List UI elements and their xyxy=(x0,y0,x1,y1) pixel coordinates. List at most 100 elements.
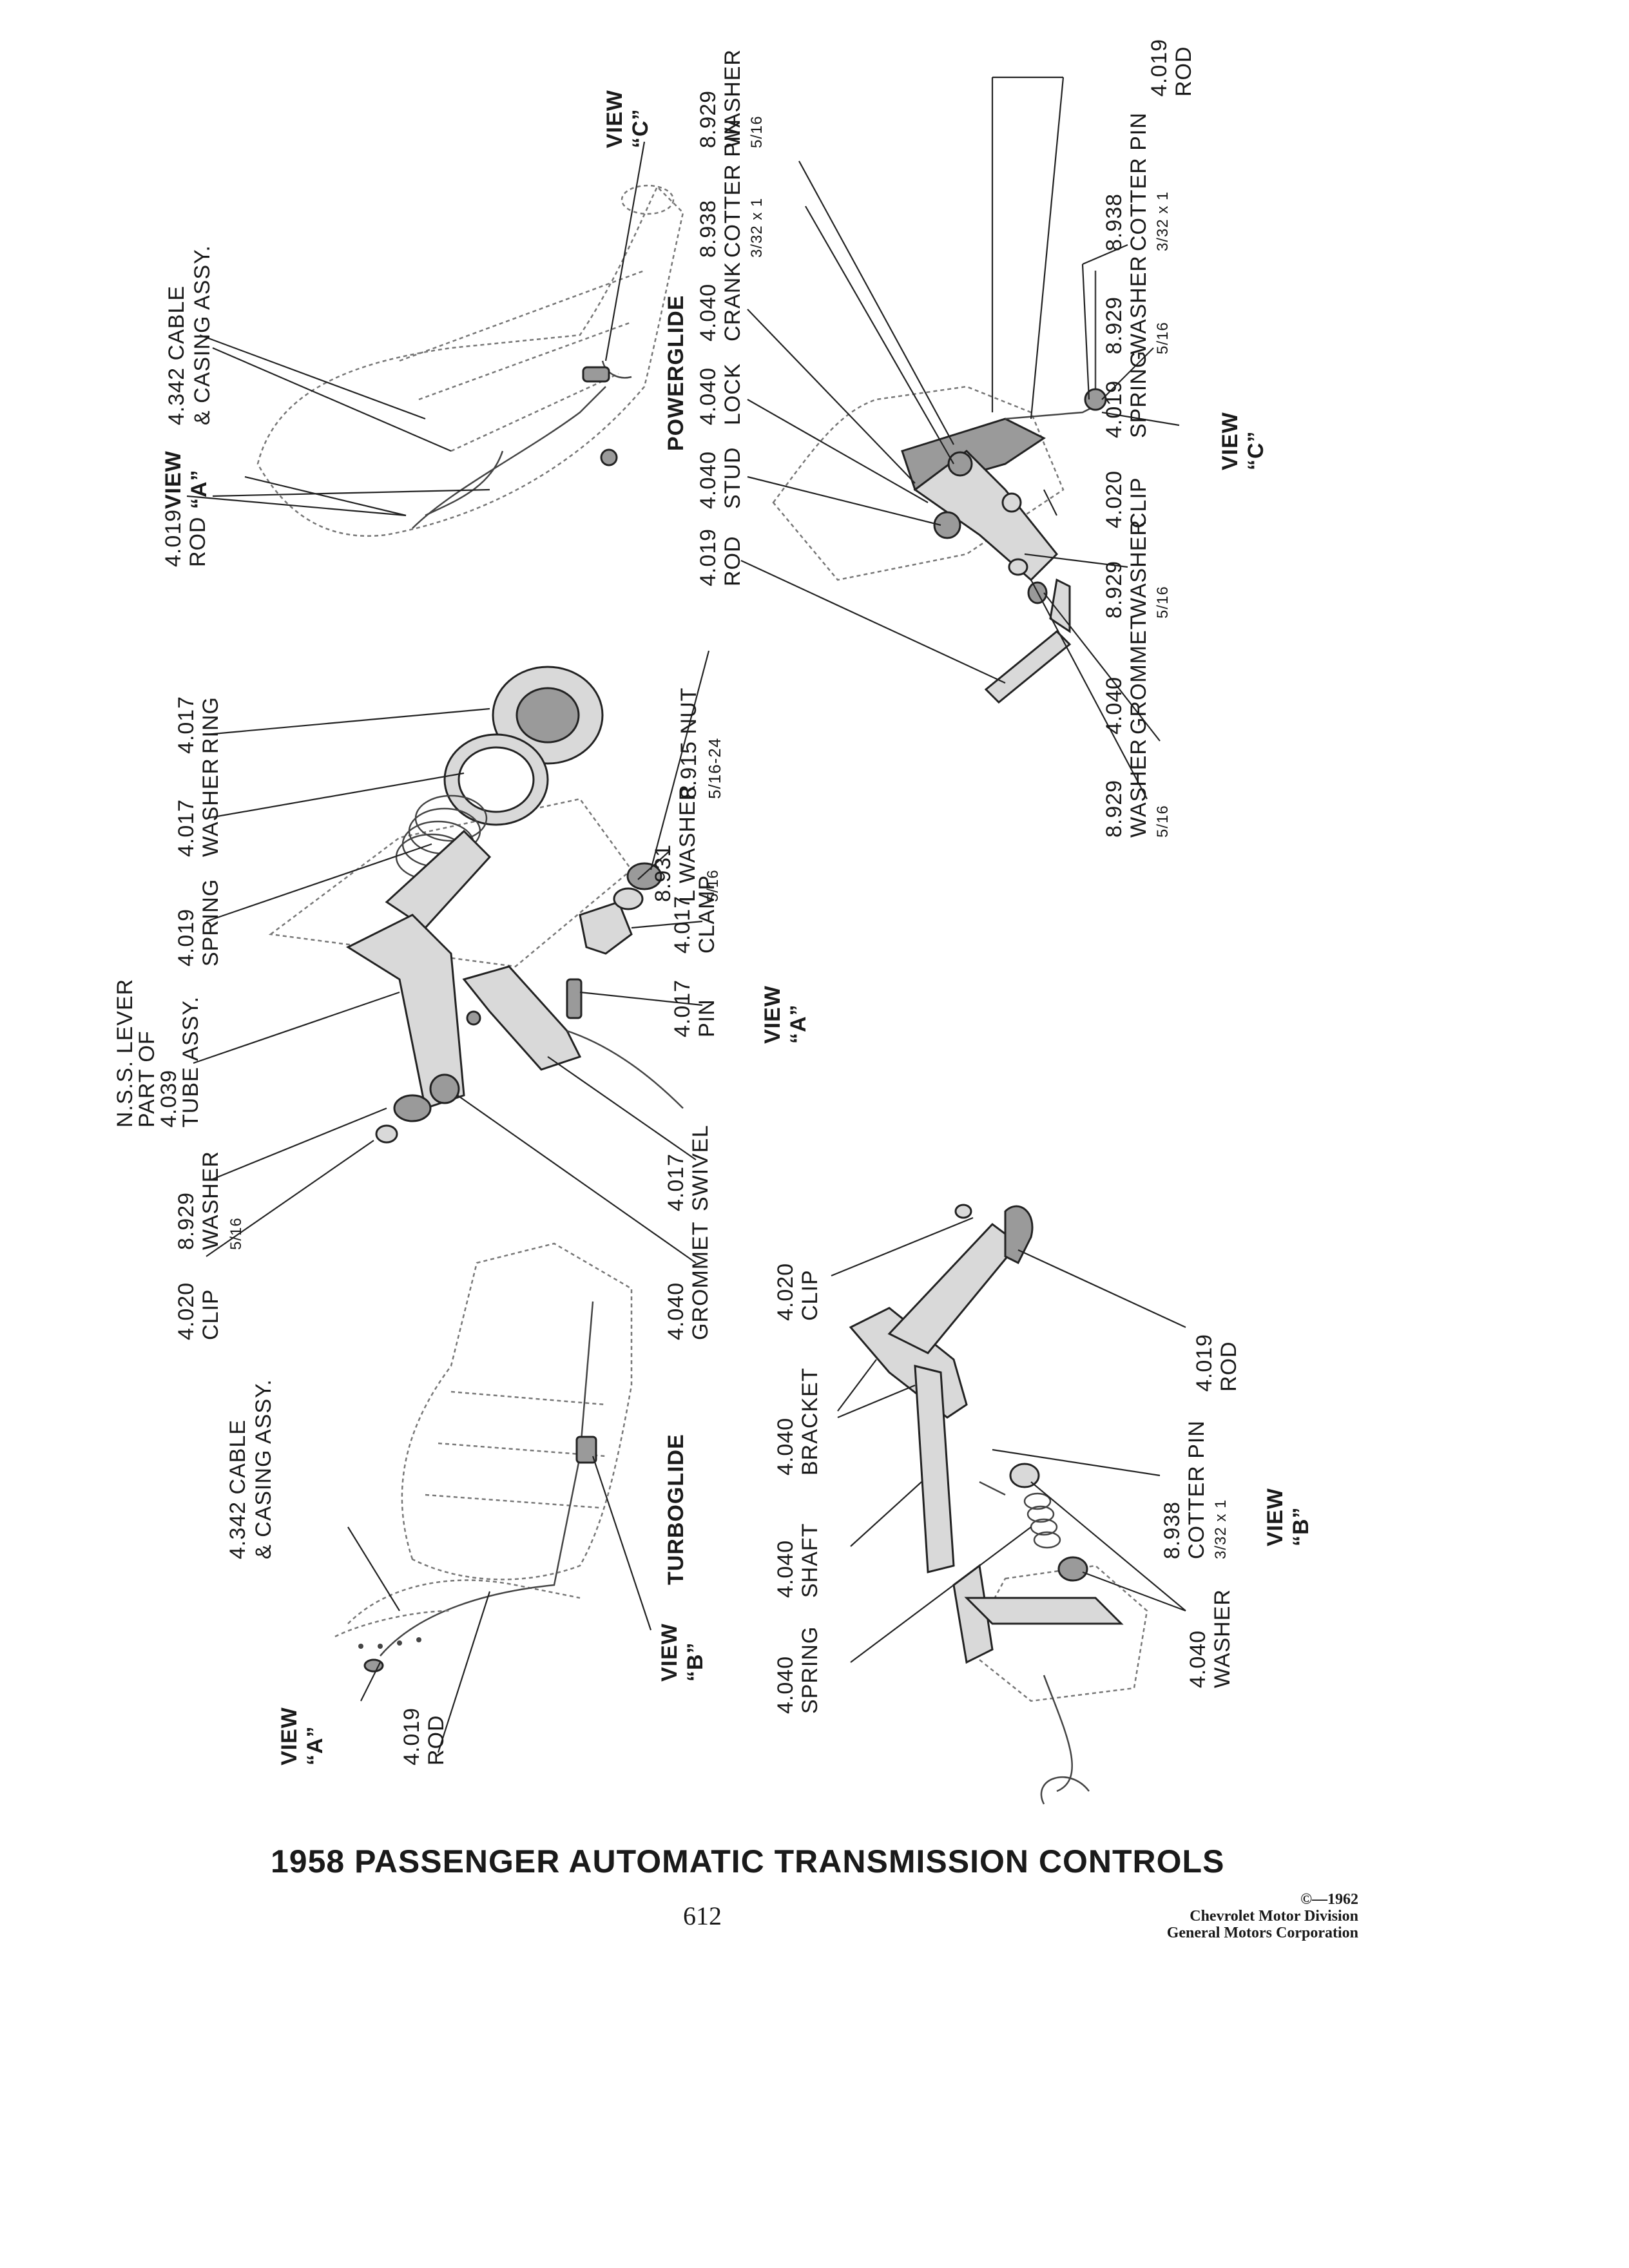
view-a-exploded-illustration xyxy=(268,666,684,1144)
spring-name: SPRING xyxy=(198,879,223,966)
copyright-corporation: General Motors Corporation xyxy=(1166,1925,1358,1941)
washer2-number: 8.929 xyxy=(174,1192,198,1250)
pin-number: 4.017 xyxy=(670,979,695,1037)
shaft-number: 4.040 xyxy=(773,1540,798,1598)
view-c-top-letter: “C” xyxy=(628,108,653,148)
turbo-rod-name: ROD xyxy=(424,1715,448,1765)
b-washer-name: WASHER xyxy=(1210,1589,1235,1688)
c-clip-name: CLIP xyxy=(1126,477,1151,528)
b-spring-number: 4.040 xyxy=(773,1656,798,1714)
page-title: 1958 PASSENGER AUTOMATIC TRANSMISSION CO… xyxy=(271,1843,1225,1879)
grommet-number: 4.040 xyxy=(664,1282,688,1340)
swivel-name: SWIVEL xyxy=(688,1125,713,1211)
b-rod-name: ROD xyxy=(1217,1341,1241,1392)
b-cotter-number: 8.938 xyxy=(1160,1501,1184,1559)
view-a-top-letter: “A” xyxy=(187,469,211,509)
swivel-number: 4.017 xyxy=(664,1153,688,1211)
cotter-name: COTTER PIN xyxy=(720,119,745,258)
c-rod-name: ROD xyxy=(720,535,745,586)
c-washer-size: 5/16 xyxy=(748,115,766,148)
bracket-number: 4.040 xyxy=(773,1418,798,1475)
c-washer2-number: 8.929 xyxy=(1102,296,1126,354)
lever-tube-name: TUBE ASSY. xyxy=(178,996,203,1128)
b-cotter-size: 3/32 x 1 xyxy=(1212,1499,1229,1559)
stud-number: 4.040 xyxy=(696,451,720,509)
washer-name: WASHER xyxy=(198,758,223,857)
cotter-number: 8.938 xyxy=(696,200,720,258)
view-a-mid-letter: “A” xyxy=(786,1004,811,1044)
c-washer-number: 8.929 xyxy=(696,90,720,148)
spring-number: 4.019 xyxy=(174,908,198,966)
c-grommet-number: 4.040 xyxy=(1102,677,1126,735)
b-washer-number: 4.040 xyxy=(1186,1630,1210,1688)
cotter-size: 3/32 x 1 xyxy=(748,198,766,258)
powerglide-rod-number: 4.019 xyxy=(161,509,186,567)
view-a-bottom-letter: “A” xyxy=(303,1725,327,1765)
c-rod2-name: ROD xyxy=(1171,46,1196,97)
pin-name: PIN xyxy=(695,999,719,1037)
view-c-right-title: VIEW xyxy=(1218,412,1242,470)
c-washer-name: WASHER xyxy=(720,49,745,148)
b-rod-number: 4.019 xyxy=(1192,1334,1217,1392)
view-b-linkage-illustration xyxy=(849,1204,1148,1805)
turboglide-transmission-illustration xyxy=(334,1242,633,1673)
clamp-name: CLAMP xyxy=(695,875,719,954)
b-spring-name: SPRING xyxy=(798,1626,822,1714)
view-b-turbo-title: VIEW xyxy=(657,1623,682,1682)
c-rod2-number: 4.019 xyxy=(1147,39,1171,97)
nut-number: 8.915 NUT xyxy=(677,687,701,799)
powerglide-cable-name: & CASING ASSY. xyxy=(190,245,215,425)
shaft-name: SHAFT xyxy=(798,1523,822,1598)
copyright-block: ©—1962 Chevrolet Motor Division General … xyxy=(1167,1891,1358,1941)
view-b-right-letter: “B” xyxy=(1289,1506,1313,1546)
c-washer4-number: 8.929 xyxy=(1102,780,1126,838)
cotter2-size: 3/32 x 1 xyxy=(1154,191,1171,251)
bracket-name: BRACKET xyxy=(798,1367,822,1475)
turbo-rod-number: 4.019 xyxy=(400,1707,424,1765)
view-c-right-letter: “C” xyxy=(1244,430,1268,470)
lwasher-name: L WASHER xyxy=(675,784,700,902)
lwasher-size: 5/16 xyxy=(704,869,722,902)
powerglide-rod-name: ROD xyxy=(186,516,210,567)
crank-number: 4.040 xyxy=(696,284,720,341)
c-washer4-size: 5/16 xyxy=(1154,805,1171,838)
lock-name: LOCK xyxy=(720,363,745,425)
c-spring-number: 4.019 xyxy=(1102,380,1126,438)
ring-name: RING xyxy=(198,697,223,754)
lever-note: N.S.S. LEVER xyxy=(113,979,137,1128)
crank-name: CRANK xyxy=(720,262,745,341)
lever-tube-number: 4.039 xyxy=(157,1070,181,1128)
c-clip-number: 4.020 xyxy=(1102,470,1126,528)
ring-number: 4.017 xyxy=(174,696,198,754)
clip-name: CLIP xyxy=(198,1289,223,1340)
turbo-cable-name: & CASING ASSY. xyxy=(251,1379,276,1559)
c-washer3-size: 5/16 xyxy=(1154,586,1171,619)
c-spring-name: SPRING xyxy=(1126,351,1151,438)
cotter2-number: 8.938 xyxy=(1102,193,1126,251)
turbo-cable-number: 4.342 CABLE xyxy=(226,1419,250,1559)
washer2-size: 5/16 xyxy=(227,1217,245,1250)
powerglide-cable-number: 4.342 CABLE xyxy=(164,285,189,425)
view-b-right-title: VIEW xyxy=(1263,1488,1287,1546)
b-clip-number: 4.020 xyxy=(773,1263,798,1321)
c-washer3-name: WASHER xyxy=(1126,519,1151,619)
c-rod-number: 4.019 xyxy=(696,528,720,586)
lwasher-number: 8.931 xyxy=(651,844,675,902)
powerglide-transmission-illustration xyxy=(256,184,684,537)
clip-number: 4.020 xyxy=(174,1282,198,1340)
lever-part-of: PART OF xyxy=(135,1030,159,1128)
copyright-division: Chevrolet Motor Division xyxy=(1190,1908,1358,1925)
turboglide-section-label: TURBOGLIDE xyxy=(664,1434,688,1585)
nut-size: 5/16-24 xyxy=(705,738,724,799)
cotter2-name: COTTER PIN xyxy=(1126,112,1151,251)
powerglide-section-label: POWERGLIDE xyxy=(664,295,688,451)
copyright-year: ©—1962 xyxy=(1300,1891,1358,1908)
washer-number: 4.017 xyxy=(174,799,198,857)
view-b-turbo-letter: “B” xyxy=(683,1642,708,1682)
stud-name: STUD xyxy=(720,447,745,509)
clamp-number: 4.017 xyxy=(670,896,695,954)
c-grommet-name: GROMMET xyxy=(1126,615,1151,735)
c-washer2-name: WASHER xyxy=(1126,255,1151,354)
view-a-top-title: VIEW xyxy=(161,450,186,509)
